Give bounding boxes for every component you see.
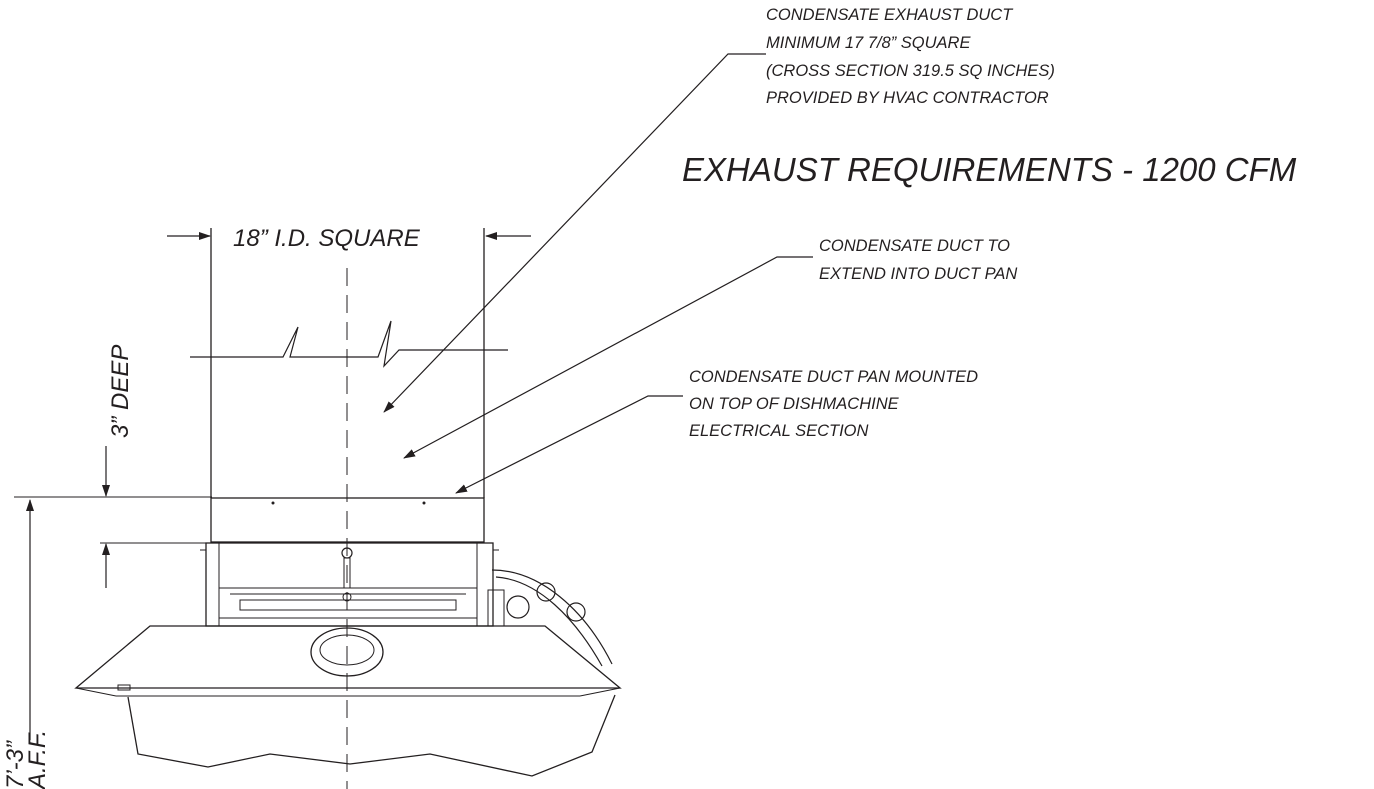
leader-lines xyxy=(383,53,813,494)
callout-exhaust-duct-line-3: (CROSS SECTION 319.5 SQ INCHES) xyxy=(766,62,1055,80)
callout-exhaust-duct-line-4: PROVIDED BY HVAC CONTRACTOR xyxy=(766,89,1049,107)
hood-opening xyxy=(310,627,384,677)
callout-duct-pan-line-2: ON TOP OF DISHMACHINE xyxy=(689,395,900,413)
height-dimension-label-1: 7’-3” xyxy=(2,740,29,789)
depth-dimension-label: 3” DEEP xyxy=(107,345,134,438)
callout-duct-pan-line-1: CONDENSATE DUCT PAN MOUNTED xyxy=(689,368,978,386)
leader-duct-extend xyxy=(403,256,813,459)
height-dimension-label-2: A.F.F. xyxy=(24,730,51,789)
height-dimension: 7’-3” A.F.F. xyxy=(2,496,212,789)
callout-duct-pan: CONDENSATE DUCT PAN MOUNTED ON TOP OF DI… xyxy=(689,368,978,440)
callout-duct-extend: CONDENSATE DUCT TO EXTEND INTO DUCT PAN xyxy=(819,237,1017,283)
depth-dimension: 3” DEEP xyxy=(100,345,206,588)
duct-break-line xyxy=(190,320,508,368)
dishmachine-hood xyxy=(74,625,622,777)
callout-exhaust-duct-line-2: MINIMUM 17 7/8” SQUARE xyxy=(766,34,971,52)
width-dimension: 18” I.D. SQUARE xyxy=(167,225,531,252)
callout-duct-extend-line-2: EXTEND INTO DUCT PAN xyxy=(819,265,1017,283)
electrical-section xyxy=(200,542,613,667)
width-dimension-label: 18” I.D. SQUARE xyxy=(233,225,421,252)
callout-duct-extend-line-1: CONDENSATE DUCT TO xyxy=(819,237,1010,255)
callout-duct-pan-line-3: ELECTRICAL SECTION xyxy=(689,422,868,440)
leader-exhaust-duct xyxy=(383,53,766,413)
duct-pan xyxy=(210,497,485,543)
callout-exhaust-duct-line-1: CONDENSATE EXHAUST DUCT xyxy=(766,6,1014,24)
exhaust-requirements-title: EXHAUST REQUIREMENTS - 1200 CFM xyxy=(682,151,1297,188)
leader-duct-pan xyxy=(455,395,683,494)
callout-exhaust-duct: CONDENSATE EXHAUST DUCT MINIMUM 17 7/8” … xyxy=(766,6,1055,107)
